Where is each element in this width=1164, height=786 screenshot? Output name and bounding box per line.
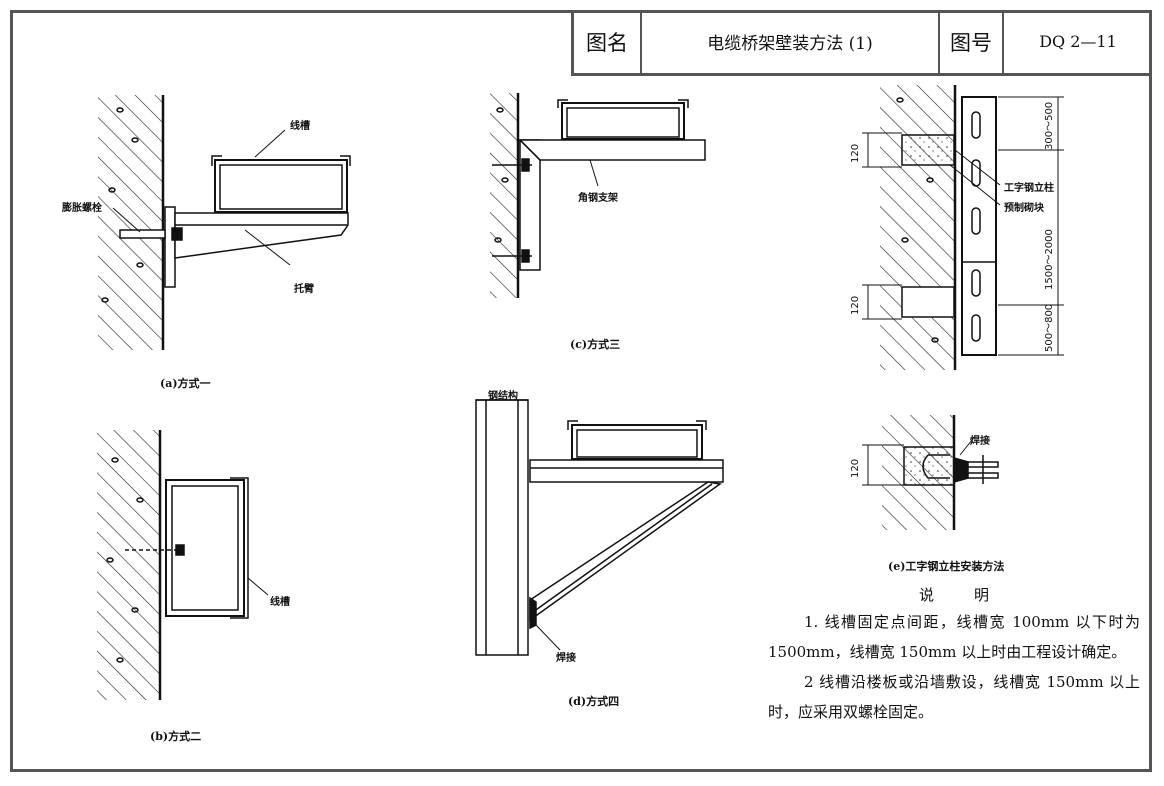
figure-c (490, 93, 706, 298)
label-angle-bracket: 角钢支架 (578, 193, 618, 204)
label-weld-d: 焊接 (556, 653, 576, 664)
drawing-number: DQ 2—11 (1039, 32, 1117, 51)
figure-d (475, 399, 724, 656)
label-weld-e: 焊接 (970, 436, 990, 447)
wall-hatch-a (98, 95, 163, 350)
figure-e (862, 85, 1064, 370)
caption-d: (d)方式四 (568, 695, 620, 708)
notes-section: 说明 1. 线槽固定点间距，线槽宽 100mm 以下时为 1500mm，线槽宽 … (768, 583, 1140, 727)
label-steel-structure: 钢结构 (488, 391, 518, 402)
figure-a (98, 95, 351, 350)
caption-e: (e)工字钢立柱安装方法 (888, 560, 1005, 573)
drawing-title: 电缆桥架壁装方法 (1) (642, 10, 940, 73)
drawing-frame (10, 10, 1152, 772)
caption-b: (b)方式二 (150, 730, 202, 743)
label-precast-block: 预制砌块 (1004, 203, 1044, 214)
label-bracket-arm: 托臂 (294, 284, 314, 295)
label-i-beam-column: 工字钢立柱 (1004, 183, 1054, 194)
dim-bottom-spacing: 500～800 (1044, 303, 1055, 352)
label-trough-b: 线槽 (270, 597, 290, 608)
notes-heading: 说明 (918, 586, 1029, 604)
label-expansion-bolt: 膨胀螺栓 (62, 203, 102, 214)
figure-e-detail (862, 415, 999, 530)
label-trough-a: 线槽 (290, 121, 310, 132)
drawing-name-label: 图名 (574, 10, 642, 73)
dim-block-height-3: 120 (850, 458, 861, 478)
figure-b (97, 430, 269, 700)
dim-top-spacing: 300～500 (1044, 101, 1055, 150)
wall-hatch-b (97, 430, 159, 700)
dim-block-height-2: 120 (850, 295, 861, 315)
wall-hatch-e (880, 85, 955, 370)
note-item-1: 1. 线槽固定点间距，线槽宽 100mm 以下时为 1500mm，线槽宽 150… (768, 613, 1140, 661)
note-item-2: 2 线槽沿楼板或沿墙敷设，线槽宽 150mm 以上时，应采用双螺栓固定。 (768, 673, 1140, 721)
dim-block-height-1: 120 (850, 143, 861, 163)
dim-mid-spacing: 1500～2000 (1044, 229, 1055, 290)
caption-a: (a)方式一 (160, 377, 211, 390)
wall-hatch-c (490, 93, 518, 298)
drawing-number-label: 图号 (940, 10, 1004, 73)
title-block: 图名 电缆桥架壁装方法 (1) 图号 DQ 2—11 (571, 10, 1152, 76)
caption-c: (c)方式三 (570, 338, 621, 351)
